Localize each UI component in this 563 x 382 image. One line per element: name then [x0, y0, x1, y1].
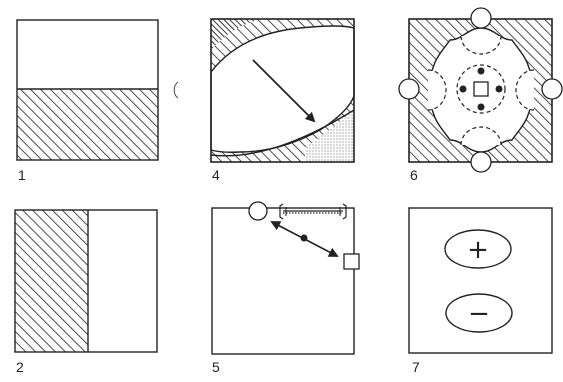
panel-label: 2 [16, 359, 24, 375]
edge-circle-partial [173, 81, 179, 99]
panel-5: 5 [211, 201, 360, 375]
left-bulge [427, 69, 447, 111]
circle-marker-left [398, 78, 420, 100]
panel-7-frame [408, 207, 553, 354]
hatched-left-half [15, 210, 88, 352]
dot-top [477, 67, 485, 75]
panel-label: 5 [212, 359, 220, 375]
circle-marker-right [541, 78, 563, 100]
square-marker [343, 253, 360, 270]
plus-symbol: + [467, 235, 489, 265]
panel-6: 6 [398, 7, 563, 183]
circle-marker [248, 201, 268, 221]
dimension-bracket [279, 203, 347, 220]
panel-1: 1 [16, 19, 179, 183]
direction-arrow [252, 59, 316, 123]
panel-1-frame [16, 19, 159, 161]
panel-7: + − 7 [408, 207, 553, 375]
dot-left [459, 85, 467, 93]
top-bulge [460, 35, 502, 55]
midpoint-dot [300, 234, 308, 242]
inner-dashed-circle [456, 64, 506, 114]
panel-5-frame [211, 207, 355, 355]
panel-label: 4 [212, 167, 220, 183]
panel-4: 4 [210, 18, 355, 183]
bottom-bulge [460, 126, 502, 146]
plus-ellipse [444, 229, 512, 269]
right-bulge [515, 69, 535, 111]
panel-label: 7 [412, 359, 420, 375]
lower-curve [210, 109, 355, 157]
minus-ellipse [445, 293, 513, 333]
panel-2: 2 [14, 209, 158, 375]
circle-marker-bottom [470, 151, 492, 173]
dot-bottom [477, 103, 485, 111]
panel-2-frame [14, 209, 158, 353]
dot-right [495, 85, 503, 93]
panel-label: 6 [410, 167, 418, 183]
panel-4-frame [210, 18, 355, 163]
minus-symbol: − [468, 299, 490, 329]
hatched-lower-half [17, 89, 158, 160]
panel-label: 1 [18, 167, 26, 183]
stippled-region [305, 110, 354, 162]
center-square [473, 81, 489, 97]
dark-corner [211, 19, 262, 50]
circle-marker-top [470, 7, 492, 29]
